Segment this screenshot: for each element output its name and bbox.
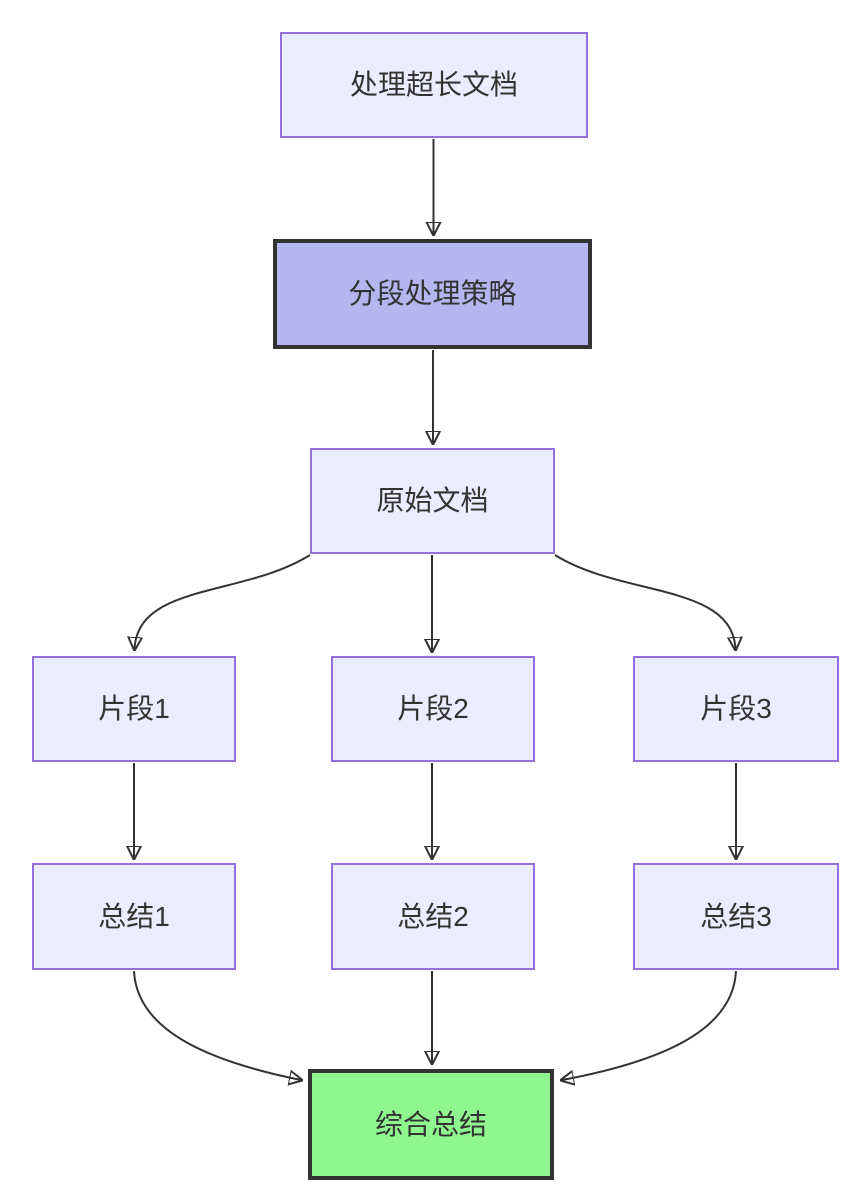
node-strategy: 分段处理策略	[273, 239, 592, 349]
node-summary-2: 总结2	[331, 863, 535, 970]
node-original-doc-label: 原始文档	[376, 485, 489, 517]
node-original-doc: 原始文档	[310, 448, 555, 554]
node-fragment-3: 片段3	[633, 656, 839, 762]
node-process-long-doc: 处理超长文档	[280, 32, 588, 138]
node-summary-1: 总结1	[32, 863, 236, 970]
node-strategy-label: 分段处理策略	[348, 278, 517, 310]
edge-original-to-fragment1	[135, 554, 311, 649]
edge-original-to-fragment3	[554, 554, 736, 649]
node-summary-1-label: 总结1	[98, 900, 170, 932]
edge-summary1-to-final	[133, 970, 301, 1080]
node-summary-2-label: 总结2	[397, 900, 469, 932]
node-final-summary: 综合总结	[308, 1069, 554, 1180]
node-process-long-doc-label: 处理超长文档	[349, 69, 518, 101]
node-fragment-1-label: 片段1	[98, 693, 170, 725]
node-fragment-2: 片段2	[331, 656, 535, 762]
edge-summary3-to-final	[562, 970, 737, 1080]
node-fragment-1: 片段1	[32, 656, 236, 762]
node-fragment-2-label: 片段2	[397, 693, 469, 725]
node-summary-3: 总结3	[633, 863, 839, 970]
node-final-summary-label: 综合总结	[374, 1108, 487, 1140]
node-summary-3-label: 总结3	[700, 900, 772, 932]
node-fragment-3-label: 片段3	[700, 693, 772, 725]
